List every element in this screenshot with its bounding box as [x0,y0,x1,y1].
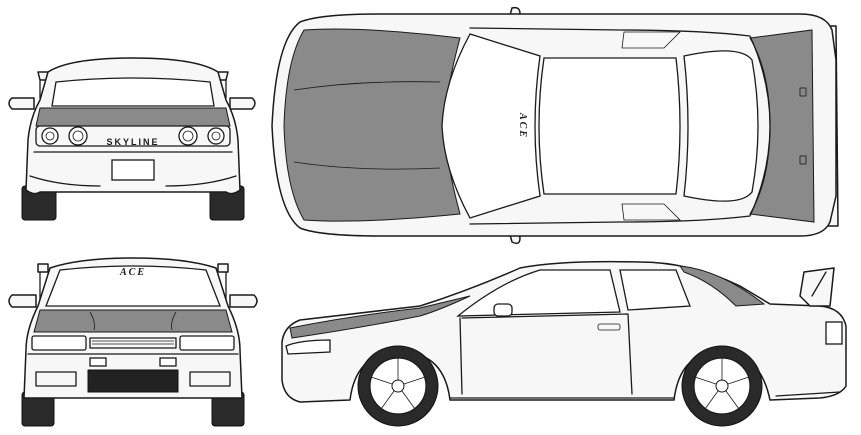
windshield-banner-ace: ACE [119,267,146,278]
top-windshield [441,33,541,219]
headlight-left [31,335,87,351]
top-windshield-banner-ace: ACE [517,112,528,139]
front-right-mirror [229,294,258,308]
windshield [45,265,221,307]
side-hood-decal [289,295,471,339]
side-headlight [285,339,331,355]
taillight-left-inner [68,126,88,146]
rear-license-plate [111,159,155,181]
hood-decal [33,309,233,333]
rear-left-mirror [8,97,35,110]
fog-light-right [159,357,177,367]
front-view: ACE [8,257,258,427]
taillight-right-outer [207,127,225,145]
top-view: ACE [271,6,839,245]
top-rear-window [683,50,759,202]
rear-window [51,77,215,107]
door-handle [597,323,621,331]
side-mirror [493,303,513,317]
trunk-decal [35,107,231,127]
side-rear-wheel [681,345,763,427]
top-roof [538,57,681,195]
front-license-plate [87,369,179,393]
headlight-right [179,335,235,351]
rear-right-mirror [229,97,256,110]
side-view [281,260,847,427]
taillight-right-inner [178,126,198,146]
front-left-mirror [8,294,37,308]
fog-light-left [89,357,107,367]
side-rear-glass-decal [678,265,766,307]
rear-view: SKYLINE [8,57,256,221]
rear-badge-skyline: SKYLINE [106,137,159,147]
side-front-wheel [357,345,439,427]
top-hood-decal [283,28,461,222]
side-rear-quarter-window [619,269,691,311]
side-taillight [825,321,843,345]
taillight-left-outer [41,127,59,145]
